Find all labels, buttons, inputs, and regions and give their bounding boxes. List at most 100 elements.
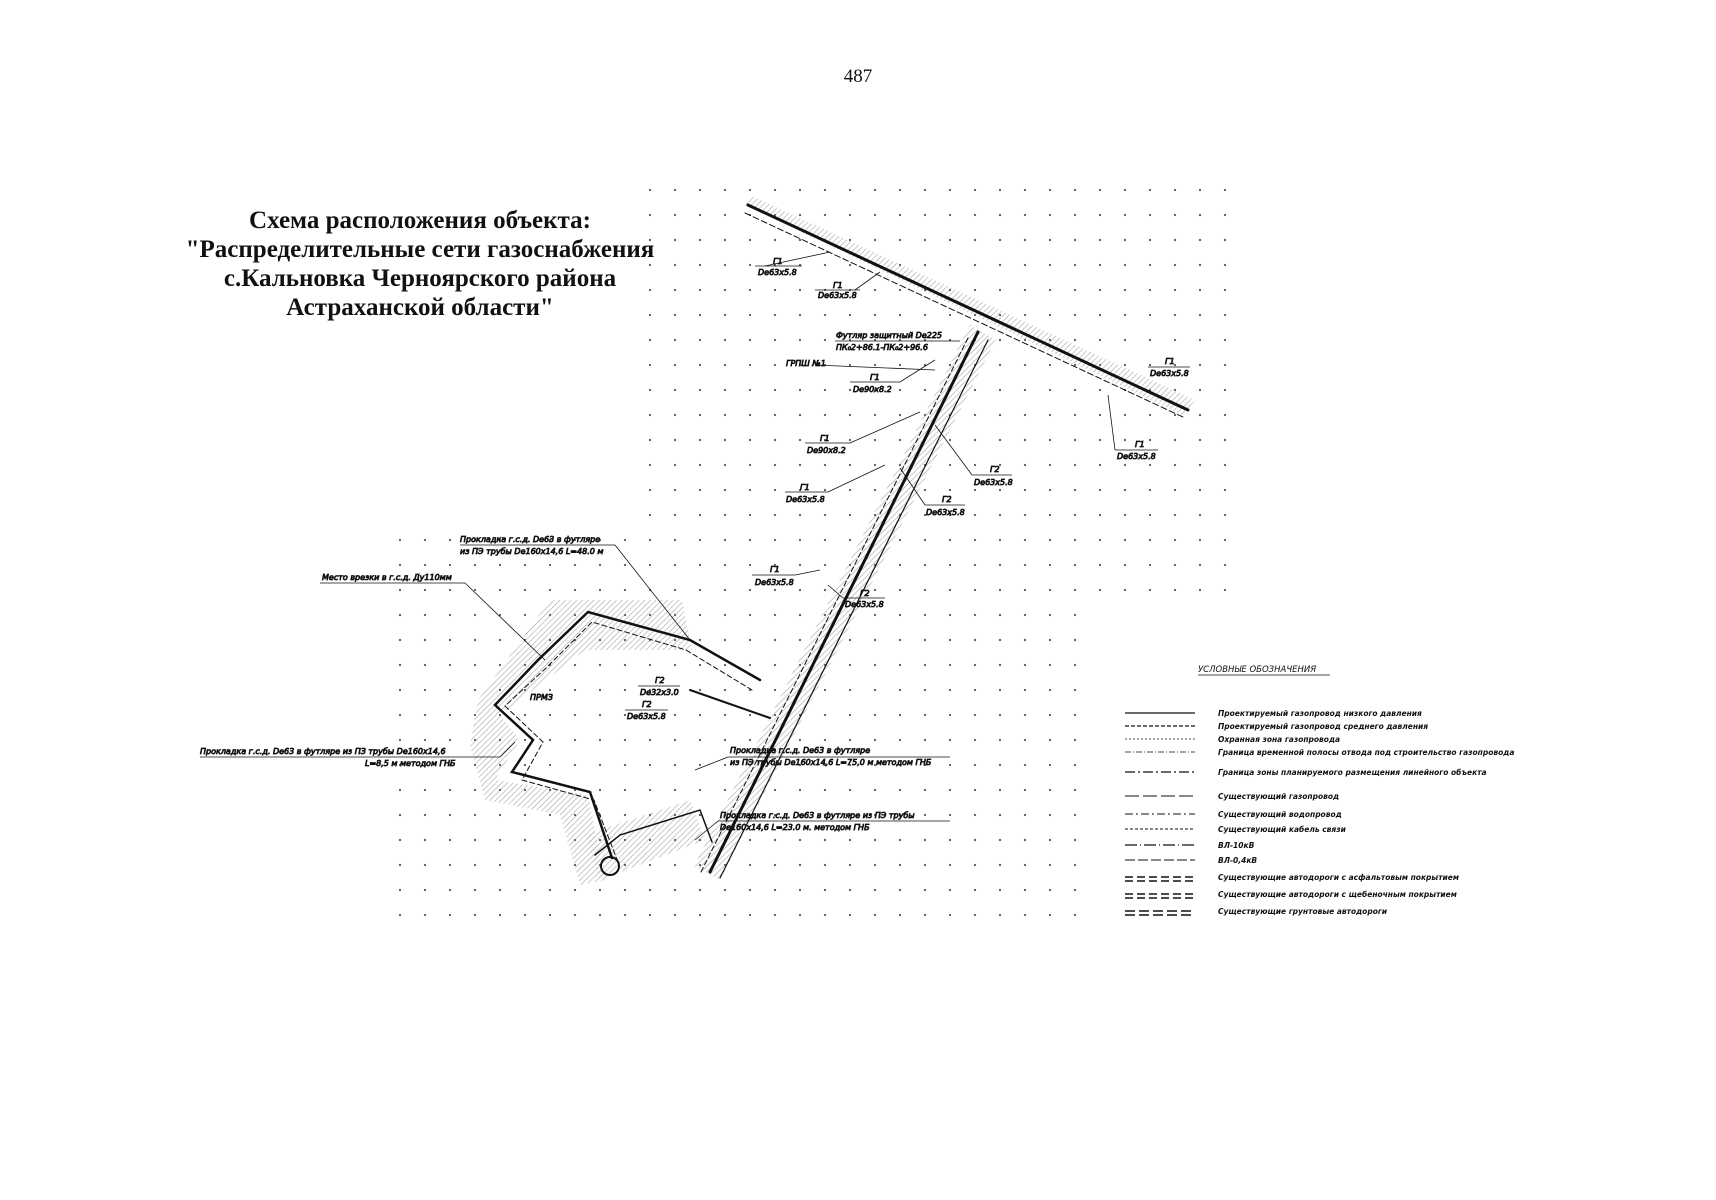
grid-dot — [548, 588, 552, 592]
grid-dot — [1098, 463, 1102, 467]
grid-dot — [723, 188, 727, 192]
grid-dot — [623, 588, 627, 592]
grid-dot — [448, 713, 452, 717]
grid-dot — [1123, 313, 1127, 317]
grid-dot — [948, 313, 952, 317]
grid-dot — [1198, 488, 1202, 492]
grid-dot — [798, 463, 802, 467]
grid-dot — [1023, 388, 1027, 392]
label-prok2-1: Прокладка г.с.д. Dе63 в футляре из ПЗ тр… — [200, 747, 446, 756]
grid-dot — [573, 663, 577, 667]
label-futlyar-2: ПК₀2+86.1-ПК₀2+96.6 — [836, 343, 928, 352]
grid-dot — [1073, 713, 1077, 717]
grid-dot — [523, 538, 527, 542]
grid-dot — [498, 613, 502, 617]
grid-dot — [973, 813, 977, 817]
grid-dot — [873, 413, 877, 417]
grid-dot — [948, 838, 952, 842]
grid-dot — [598, 763, 602, 767]
grid-dot — [923, 788, 927, 792]
grid-dot — [398, 763, 402, 767]
grid-dot — [848, 638, 852, 642]
grid-dot — [748, 638, 752, 642]
grid-dot — [1048, 413, 1052, 417]
grid-dot — [773, 288, 777, 292]
grid-dot — [1073, 513, 1077, 517]
grid-dot — [748, 713, 752, 717]
grid-dot — [773, 813, 777, 817]
grid-dot — [448, 588, 452, 592]
grid-dot — [923, 763, 927, 767]
grid-dot — [873, 788, 877, 792]
grid-dot — [1098, 513, 1102, 517]
grid-dot — [1023, 463, 1027, 467]
grid-dot — [923, 488, 927, 492]
grid-dot — [1073, 238, 1077, 242]
grid-dot — [698, 913, 702, 917]
grid-dot — [573, 888, 577, 892]
grid-dot — [948, 738, 952, 742]
grid-dot — [823, 513, 827, 517]
grid-dot — [1223, 188, 1227, 192]
grid-dot — [773, 838, 777, 842]
grid-dot — [523, 763, 527, 767]
grid-dot — [598, 588, 602, 592]
grid-dot — [673, 663, 677, 667]
grid-dot — [648, 238, 652, 242]
grid-dot — [798, 588, 802, 592]
grid-dot — [923, 513, 927, 517]
grid-dot — [398, 588, 402, 592]
grid-dot — [973, 388, 977, 392]
grid-dot — [523, 863, 527, 867]
grid-dot — [423, 613, 427, 617]
pipe-annotations: Г1 Dе63х5.8 Г1 Dе63х5.8 Футляр защитный … — [200, 251, 1190, 841]
grid-dot — [698, 338, 702, 342]
grid-dot — [398, 538, 402, 542]
grid-dot — [948, 338, 952, 342]
grid-dot — [1048, 613, 1052, 617]
diagonal-pipe — [708, 330, 980, 874]
label-de32: Dе32х3.0 — [640, 688, 679, 697]
grid-dot — [873, 463, 877, 467]
grid-dot — [848, 263, 852, 267]
grid-dot — [998, 338, 1002, 342]
grid-dot — [773, 463, 777, 467]
grid-dot — [498, 538, 502, 542]
grid-dot — [998, 413, 1002, 417]
grid-dot — [723, 913, 727, 917]
grid-dot — [1148, 363, 1152, 367]
grid-dot — [998, 488, 1002, 492]
grid-dot — [898, 388, 902, 392]
grid-dot — [573, 913, 577, 917]
grid-dot — [398, 838, 402, 842]
grid-dot — [798, 813, 802, 817]
grid-dot — [1198, 213, 1202, 217]
grid-dot — [473, 863, 477, 867]
grid-dot — [798, 538, 802, 542]
grid-dot — [698, 713, 702, 717]
grid-dot — [823, 213, 827, 217]
grid-dot — [1048, 563, 1052, 567]
grid-dot — [998, 263, 1002, 267]
grid-dot — [698, 588, 702, 592]
label-de90-b: Dе90х8.2 — [807, 446, 846, 455]
grid-dot — [1073, 488, 1077, 492]
grid-dot — [698, 388, 702, 392]
grid-dot — [823, 813, 827, 817]
grid-dot — [1048, 263, 1052, 267]
grid-dot — [1148, 488, 1152, 492]
grid-dot — [948, 763, 952, 767]
grid-dot — [1173, 363, 1177, 367]
grid-dot — [1048, 813, 1052, 817]
grid-dot — [1048, 538, 1052, 542]
grid-dot — [573, 688, 577, 692]
grid-dot — [723, 463, 727, 467]
grid-dot — [1048, 638, 1052, 642]
grid-dot — [598, 663, 602, 667]
grid-dot — [648, 288, 652, 292]
grid-dot — [473, 838, 477, 842]
grid-dot — [948, 238, 952, 242]
grid-dot — [748, 463, 752, 467]
grid-dot — [1123, 513, 1127, 517]
legend-item: ВЛ-10кВ — [1218, 841, 1255, 850]
